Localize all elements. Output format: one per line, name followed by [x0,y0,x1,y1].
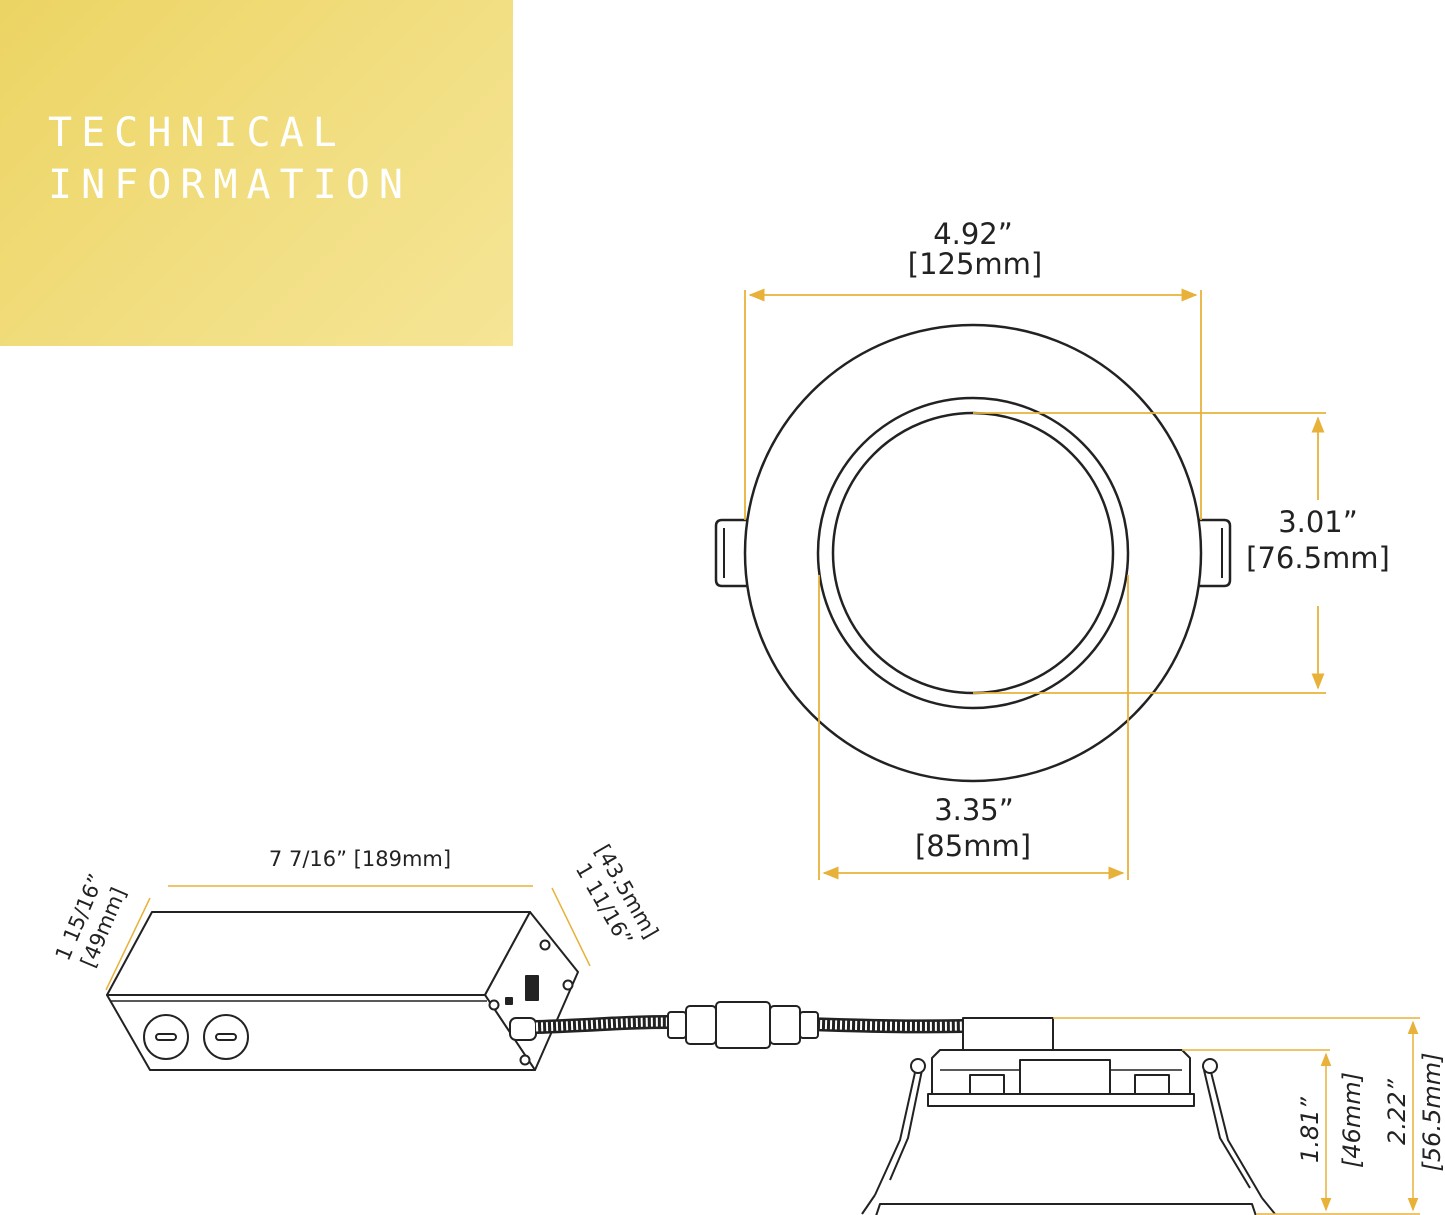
driver-cap [962,1017,1054,1051]
flex-cable [535,1001,966,1049]
title-line-1: TECHNICAL [48,110,346,156]
junction-box [106,911,579,1071]
top-dimensions [744,288,1326,880]
box-length-label: 7 7/16” [189mm] [269,847,451,871]
right-clip [1198,518,1232,588]
total-height-metric: [56.5mm] [1418,1053,1445,1172]
side-dimensions [1053,1017,1420,1215]
inner-ring [816,396,1130,710]
title-banner: TECHNICAL INFORMATION [0,0,513,346]
body-height-metric: [46mm] [1338,1072,1366,1168]
outer-trim-ring [743,323,1203,783]
outer-diameter-imperial: 4.92” [933,217,1013,251]
body-height-imperial: 1.81” [1296,1097,1324,1163]
side-view [861,1017,1276,1215]
top-view [714,323,1232,783]
inner-diameter-metric: [85mm] [915,829,1031,863]
connector-body [715,1001,771,1049]
left-clip [714,518,748,588]
housing-base [927,1093,1195,1107]
box-top-face [106,911,531,996]
switch [525,975,539,1001]
total-height-imperial: 2.22” [1383,1079,1411,1145]
opening-height-metric: [76.5mm] [1246,541,1390,575]
box-dimensions [105,885,591,991]
trim-flange [875,1203,1257,1215]
outer-diameter-metric: [125mm] [908,247,1042,281]
opening-height-imperial: 3.01” [1278,505,1358,539]
inner-diameter-imperial: 3.35” [934,793,1014,827]
title-line-2: INFORMATION [48,162,412,208]
